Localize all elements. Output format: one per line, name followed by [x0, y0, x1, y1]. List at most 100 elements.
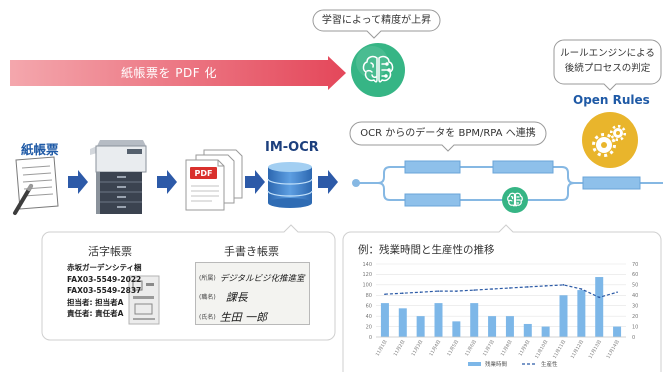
- rules-engine-circle: [582, 112, 638, 168]
- pen-icon: [13, 184, 33, 215]
- bpm-callout-text: OCR からのデータを BPM/RPA へ連携: [360, 128, 536, 139]
- overtime-bar: [398, 308, 407, 337]
- left-axis-tick-label: 140: [362, 262, 372, 268]
- printed-line: 責任者: 責任者A: [67, 309, 124, 318]
- left-axis-tick-label: 60: [366, 304, 372, 310]
- pdf-conversion-arrow: [10, 56, 346, 90]
- learning-circle: [351, 43, 405, 97]
- productivity-point: [473, 289, 476, 291]
- pdf-badge: [190, 167, 217, 179]
- flow-branch-upper: [377, 166, 575, 184]
- open-rules-label: Open Rules: [573, 93, 650, 107]
- chart-title: 例：残業時間と生産性の推移: [358, 244, 495, 256]
- im-ocr-label: IM-OCR: [265, 140, 319, 155]
- handwritten-field-value: デジタルビジ化推進室: [219, 273, 305, 284]
- productivity-point: [419, 291, 422, 293]
- productivity-point: [616, 291, 618, 293]
- overtime-bar: [488, 316, 497, 337]
- overtime-bar: [613, 326, 622, 337]
- legend-bar-label: 残業時間: [485, 360, 508, 368]
- rules-callout-text: ルールエンジンによる 後続プロセスの判定: [554, 46, 661, 76]
- left-axis-tick-label: 120: [362, 272, 372, 278]
- overtime-bar: [470, 303, 479, 337]
- left-axis-tick-label: 80: [366, 293, 372, 299]
- overtime-bar: [505, 316, 514, 337]
- brain-icon: [362, 55, 394, 83]
- handwritten-field-value: 課長: [225, 290, 248, 304]
- flow-arrow-4: [318, 170, 338, 194]
- productivity-point: [544, 285, 547, 287]
- flow-arrow-1: [68, 170, 88, 194]
- process-box: [582, 176, 641, 190]
- pdf-files-icon: PDF: [185, 149, 243, 211]
- handwritten-field: (氏名)生田 一郎: [199, 306, 267, 325]
- printed-form-title: 活字帳票: [88, 245, 132, 258]
- flow-arrow-2: [157, 170, 177, 194]
- database-icon: [267, 162, 313, 208]
- printed-form-sample: 赤坂ガーデンシティ梱 FAX03-5549-2022 FAX03-5549-28…: [67, 262, 167, 320]
- left-axis-tick-label: 40: [366, 314, 372, 320]
- overtime-bar: [380, 303, 389, 337]
- productivity-point: [598, 296, 601, 299]
- overtime-bar: [452, 321, 461, 337]
- flow-learning-node: [502, 187, 528, 213]
- overtime-bar: [523, 323, 532, 337]
- overtime-bar: [434, 303, 443, 337]
- handwritten-field-value: 生田 一郎: [219, 310, 268, 324]
- printed-line: FAX03-5549-2022: [67, 274, 142, 284]
- flow-arrow-3: [245, 170, 265, 194]
- productivity-point: [580, 288, 583, 290]
- learning-circle-highlight: [356, 46, 388, 78]
- learning-circle-bg: [351, 43, 405, 97]
- process-box: [404, 193, 461, 207]
- copier-icon: [90, 140, 147, 214]
- bpm-callout-bubble: [349, 121, 547, 152]
- rules-callout-line-1: ルールエンジンによる: [560, 48, 655, 59]
- handwritten-field-label: (所属): [199, 275, 216, 282]
- right-axis-tick-label: 10: [632, 324, 638, 330]
- left-axis-tick-label: 0: [369, 335, 372, 341]
- seal-stamp-image: [128, 275, 160, 325]
- right-axis-tick-label: 30: [632, 304, 638, 310]
- gears-icon: [592, 124, 627, 157]
- handwritten-field-label: (氏名): [199, 314, 216, 321]
- printed-line: 担当者: 担当者A: [67, 297, 124, 307]
- right-axis-tick-label: 50: [632, 283, 638, 289]
- legend-bar-swatch: [468, 362, 481, 366]
- process-box: [404, 160, 461, 174]
- productivity-point: [491, 288, 493, 290]
- learning-callout-bubble: [312, 9, 441, 39]
- left-axis-tick-label: 20: [366, 324, 372, 330]
- overtime-bar: [577, 290, 586, 337]
- learning-callout-text: 学習によって精度が上昇: [321, 15, 432, 26]
- overtime-bar: [541, 326, 550, 337]
- productivity-point: [437, 290, 440, 292]
- paper-forms-label: 紙帳票: [21, 142, 59, 157]
- productivity-point: [455, 290, 458, 292]
- productivity-point: [562, 284, 565, 286]
- chart-legend: 残業時間 生産性: [468, 360, 558, 368]
- flow-branch-lower: [377, 182, 575, 201]
- handwritten-form-sample: (所属)デジタルビジ化推進室 (職名) 課長 (氏名)生田 一郎: [195, 262, 310, 325]
- right-axis-tick-label: 40: [632, 293, 638, 299]
- productivity-point: [526, 286, 529, 288]
- overtime-bar: [595, 277, 604, 337]
- rules-callout-bubble: [553, 39, 662, 91]
- handwritten-field-label: (職名): [199, 294, 216, 301]
- handwritten-field: (職名) 課長: [199, 286, 248, 305]
- overtime-bar: [416, 316, 425, 337]
- legend-line-label: 生産性: [541, 360, 558, 368]
- productivity-point: [509, 287, 511, 289]
- right-axis-tick-label: 60: [632, 272, 638, 278]
- pdf-conversion-label: 紙帳票を PDF 化: [120, 66, 217, 80]
- brain-icon: [507, 192, 523, 207]
- pdf-badge-label: PDF: [195, 169, 213, 178]
- productivity-point: [401, 292, 404, 295]
- right-axis-tick-label: 70: [632, 262, 638, 268]
- rules-callout-line-2: 後続プロセスの判定: [564, 63, 651, 74]
- right-axis-tick-label: 0: [632, 335, 635, 341]
- overtime-bar: [559, 295, 568, 337]
- printed-line: 赤坂ガーデンシティ梱: [67, 263, 142, 272]
